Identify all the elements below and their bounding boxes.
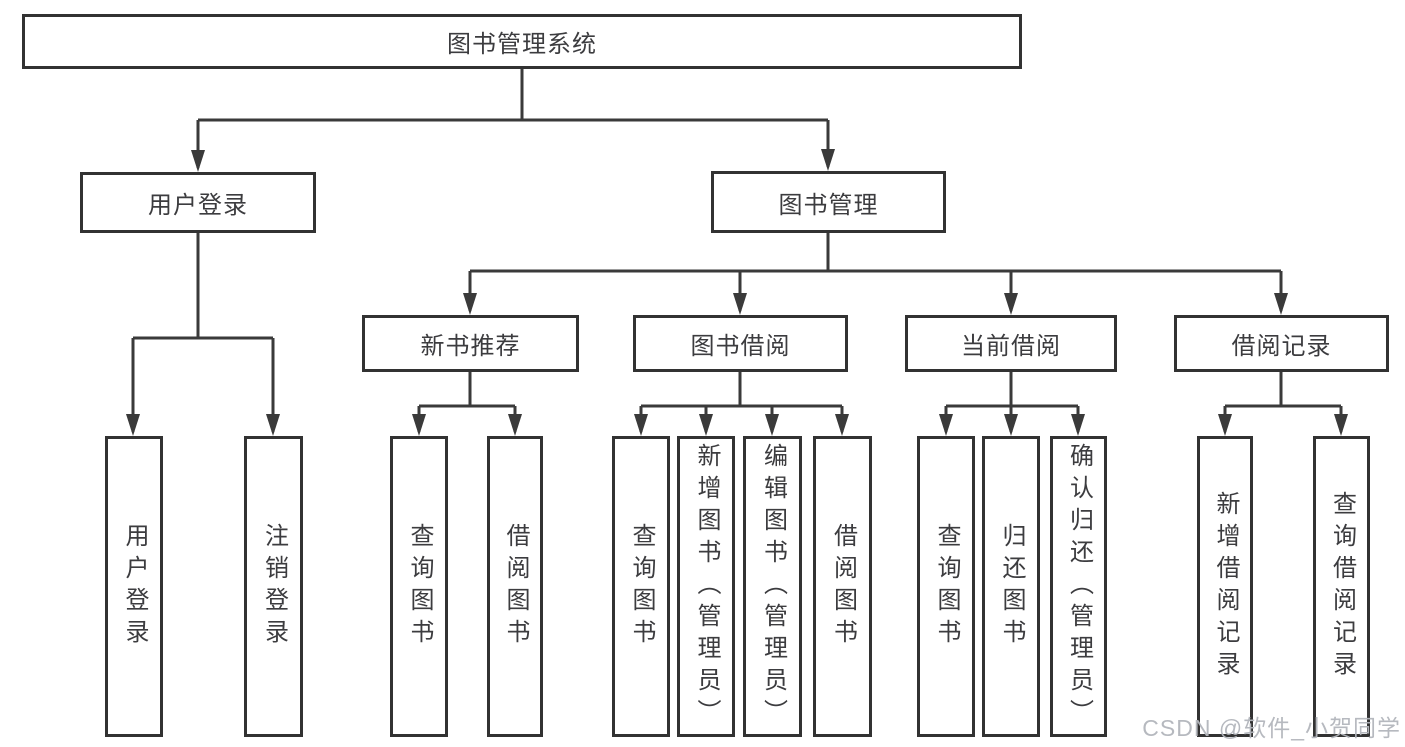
node-label: 用户登录 [121,522,148,651]
node-label: 用户登录 [148,192,248,219]
node-new-book-recommend: 新书推荐 [362,315,579,372]
node-book-borrowing: 图书借阅 [633,315,848,372]
leaf-query-borrow-record: 查询借阅记录 [1313,436,1370,737]
node-label: 注销登录 [260,522,288,651]
node-label: 查询图书 [933,522,960,651]
node-label: 归还图书 [998,522,1025,651]
leaf-add-books-admin: 新增图书（管理员） [677,436,735,737]
node-label: 编辑图书（管理员） [759,442,787,731]
node-current-borrowing: 当前借阅 [905,315,1117,372]
node-label: 图书管理 [778,191,879,219]
leaf-return-books: 归还图书 [982,436,1040,737]
leaf-query-books-3: 查询图书 [917,436,975,737]
leaf-add-borrow-record: 新增借阅记录 [1197,436,1253,737]
node-label: 图书借阅 [690,333,791,360]
node-label: 借阅图书 [502,522,529,651]
node-label: 查询图书 [628,522,655,651]
node-user-login-module: 用户登录 [80,172,316,233]
leaf-borrow-books-2: 借阅图书 [813,436,872,737]
node-label: 新增图书（管理员） [693,442,720,731]
node-library-management-system: 图书管理系统 [22,14,1022,69]
leaf-confirm-return-admin: 确认归还（管理员） [1050,436,1107,737]
csdn-watermark: CSDN @软件_小贺同学 [1142,715,1401,741]
node-label: 查询图书 [406,522,433,651]
node-label: 查询借阅记录 [1328,490,1356,683]
node-label: 当前借阅 [961,333,1061,360]
leaf-query-books-2: 查询图书 [612,436,670,737]
node-label: 借阅记录 [1231,333,1332,360]
leaf-borrow-books-1: 借阅图书 [487,436,543,737]
leaf-query-books-1: 查询图书 [390,436,448,737]
leaf-user-login: 用户登录 [105,436,163,737]
node-borrowing-records: 借阅记录 [1174,315,1389,372]
node-book-management-module: 图书管理 [711,171,946,233]
node-label: 新书推荐 [420,333,521,360]
node-label: 借阅图书 [829,522,857,651]
leaf-edit-books-admin: 编辑图书（管理员） [743,436,802,737]
node-label: 新增借阅记录 [1212,490,1239,683]
leaf-logout: 注销登录 [244,436,303,737]
node-label: 图书管理系统 [447,31,597,58]
node-label: 确认归还（管理员） [1065,442,1093,731]
